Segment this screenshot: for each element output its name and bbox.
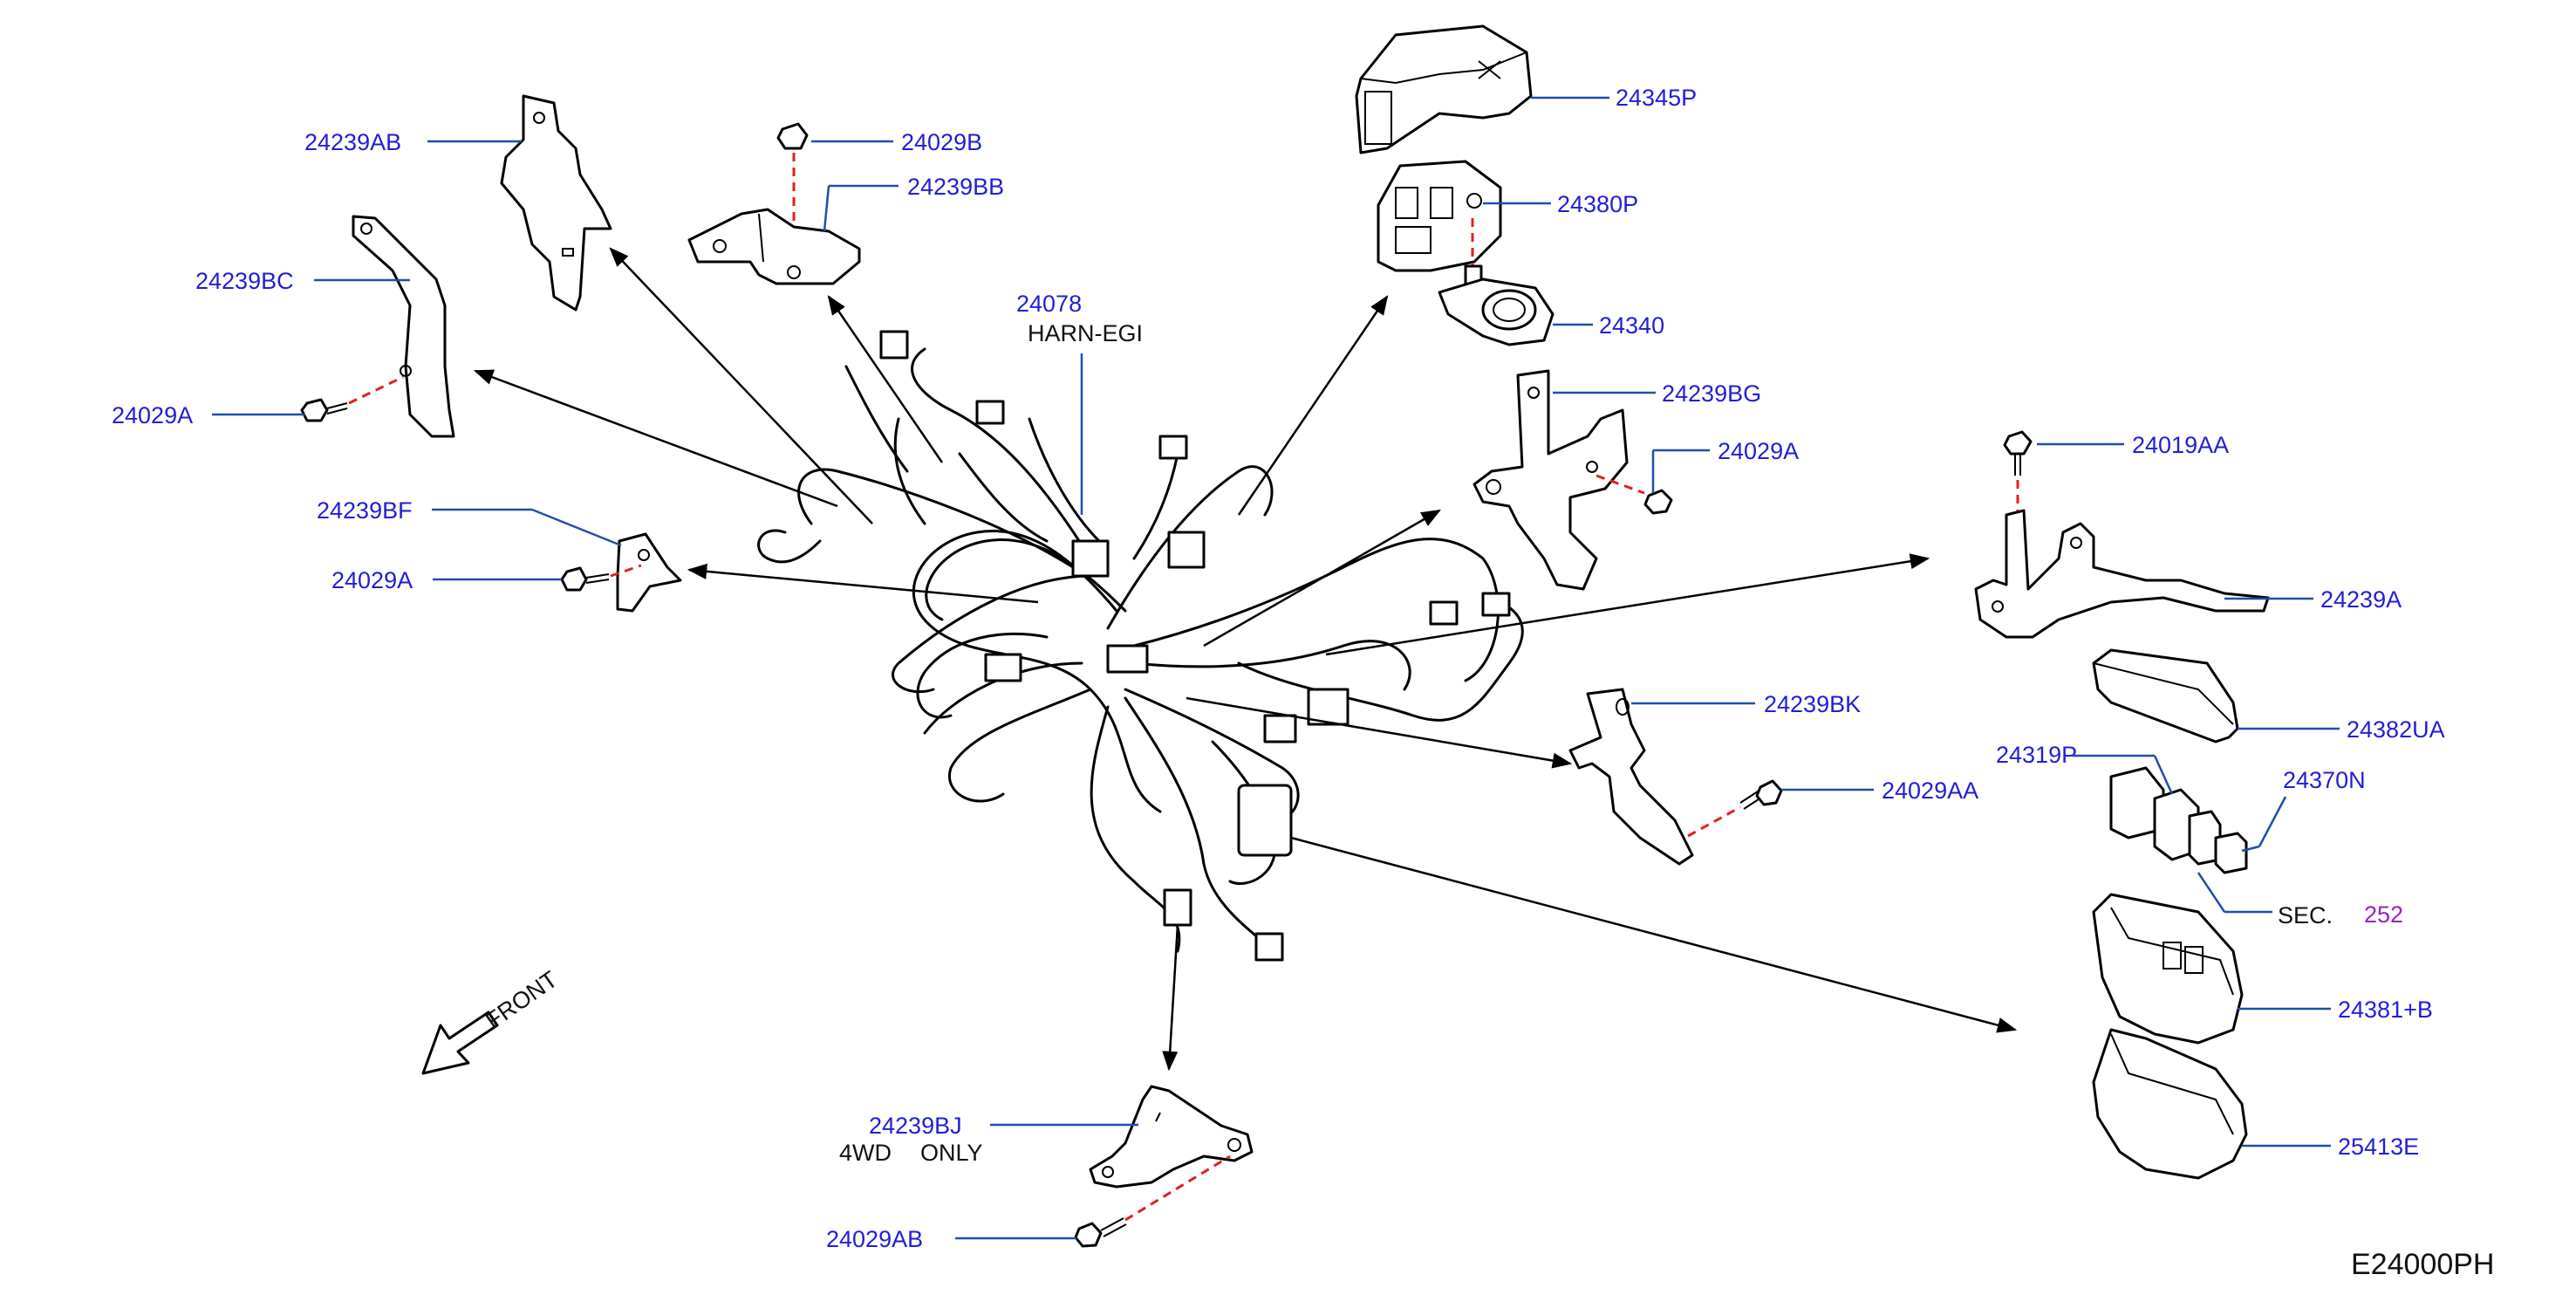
label-24381B[interactable]: 24381+B xyxy=(2338,997,2433,1023)
label-24239A[interactable]: 24239A xyxy=(2320,586,2402,613)
bolt-24029AA[interactable] xyxy=(1739,779,1783,810)
cover-24345P[interactable] xyxy=(1355,24,1533,154)
label-24239BJ[interactable]: 24239BJ xyxy=(869,1113,962,1139)
label-25413E[interactable]: 25413E xyxy=(2338,1134,2419,1160)
label-24382UA[interactable]: 24382UA xyxy=(2347,716,2445,743)
label-24029AA[interactable]: 24029AA xyxy=(1882,778,1978,804)
label-24029A-left[interactable]: 24029A xyxy=(112,402,193,428)
bracket-24239BJ[interactable] xyxy=(1089,1085,1254,1189)
bolt-24029AB[interactable] xyxy=(1074,1217,1127,1248)
bracket-24239BC[interactable] xyxy=(352,215,455,438)
bracket-24239BG[interactable] xyxy=(1472,369,1629,591)
label-24029A-right[interactable]: 24029A xyxy=(1718,438,1799,464)
harness-name: HARN-EGI xyxy=(1028,320,1143,346)
relay-24319P[interactable] xyxy=(2109,766,2200,861)
label-24029B[interactable]: 24029B xyxy=(901,129,982,155)
label-24345P[interactable]: 24345P xyxy=(1616,85,1697,111)
label-24239AB[interactable]: 24239AB xyxy=(304,129,401,155)
note-4wd: 4WD xyxy=(839,1140,892,1166)
fuse-box-24381B[interactable] xyxy=(2092,893,2244,1045)
harness-part-number[interactable]: 24078 xyxy=(1016,291,1082,317)
label-24239BB[interactable]: 24239BB xyxy=(907,174,1004,200)
nut-24029B[interactable] xyxy=(776,122,809,150)
bracket-24239AB[interactable] xyxy=(500,94,612,312)
front-label: FRONT xyxy=(481,966,562,1034)
label-24019AA[interactable]: 24019AA xyxy=(2132,432,2229,458)
label-24340[interactable]: 24340 xyxy=(1599,312,1664,339)
label-24239BK[interactable]: 24239BK xyxy=(1764,691,1861,717)
bolt-24029A-right[interactable] xyxy=(1643,489,1673,515)
label-24319P[interactable]: 24319P xyxy=(1996,742,2077,768)
bolt-24029A-mid[interactable] xyxy=(560,566,610,592)
cover-24382UA[interactable] xyxy=(2092,648,2239,743)
label-24239BF[interactable]: 24239BF xyxy=(317,497,413,524)
bracket-24239BK[interactable] xyxy=(1568,688,1694,866)
label-24370N[interactable]: 24370N xyxy=(2283,767,2366,793)
battery-terminal-24340[interactable] xyxy=(1438,264,1554,346)
bracket-24239BB[interactable] xyxy=(687,208,861,285)
note-only: ONLY xyxy=(920,1140,983,1166)
bolt-24029A-left[interactable] xyxy=(300,398,348,422)
label-24380P[interactable]: 24380P xyxy=(1557,191,1638,217)
label-24239BG[interactable]: 24239BG xyxy=(1662,380,1761,407)
arrows xyxy=(473,247,2018,1072)
section-label: SEC. xyxy=(2278,902,2333,928)
cover-25413E[interactable] xyxy=(2092,1028,2248,1180)
diagram-code: E24000PH xyxy=(2351,1248,2494,1281)
section-link-252[interactable]: 252 xyxy=(2364,901,2403,928)
label-24029AB[interactable]: 24029AB xyxy=(826,1226,923,1252)
bolt-24019AA[interactable] xyxy=(2003,430,2033,476)
label-24029A-mid[interactable]: 24029A xyxy=(331,567,413,593)
bracket-24239BF[interactable] xyxy=(616,532,682,613)
bracket-24239A[interactable] xyxy=(1974,509,2270,639)
front-direction-arrow xyxy=(421,1011,499,1075)
fusible-link-24380P[interactable] xyxy=(1377,160,1502,272)
engine-harness[interactable] xyxy=(757,330,1524,962)
label-24239BC[interactable]: 24239BC xyxy=(195,268,294,294)
relay-24370N[interactable] xyxy=(2188,810,2248,874)
